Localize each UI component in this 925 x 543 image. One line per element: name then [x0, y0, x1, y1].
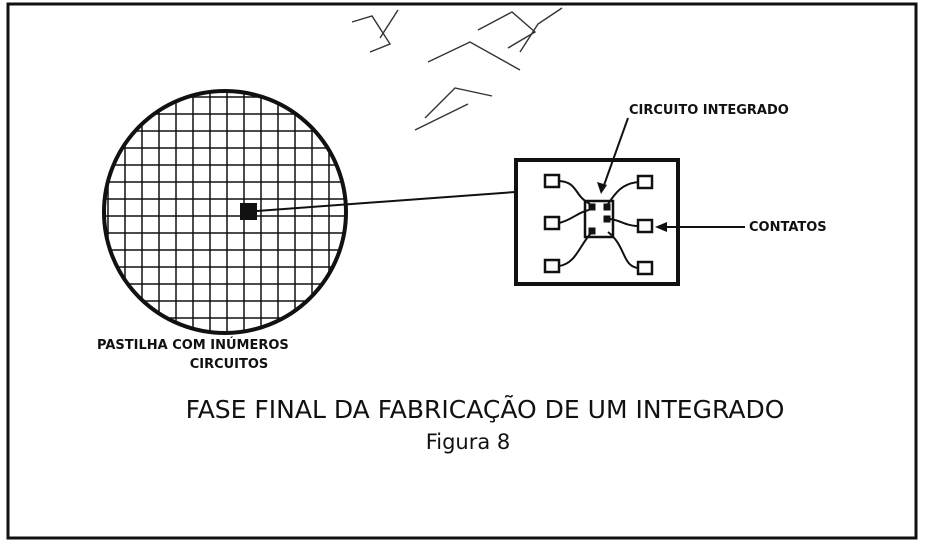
wafer-outline [102, 89, 348, 335]
ic-arrow [597, 117, 629, 194]
bonding-wires [558, 180, 639, 269]
figure-frame [6, 2, 918, 540]
caption-title: FASE FINAL DA FABRICAÇÃO DE UM INTEGRADO [186, 394, 785, 424]
wafer-label-line1: PASTILHA COM INÚMEROS [97, 337, 289, 353]
package-outline [514, 158, 680, 286]
contact-pads [543, 173, 654, 276]
wafer-to-package-line [256, 191, 516, 212]
contacts-arrow [655, 222, 745, 232]
ic-package [514, 158, 680, 286]
wafer-label-line2: CIRCUITOS [190, 357, 269, 372]
selected-die [240, 203, 257, 220]
wafer [102, 89, 348, 335]
stamp-sketch [351, 7, 563, 131]
caption-figure: Figura 8 [426, 430, 511, 454]
contacts-label: CONTATOS [749, 220, 827, 235]
ic-label: CIRCUITO INTEGRADO [629, 103, 789, 118]
